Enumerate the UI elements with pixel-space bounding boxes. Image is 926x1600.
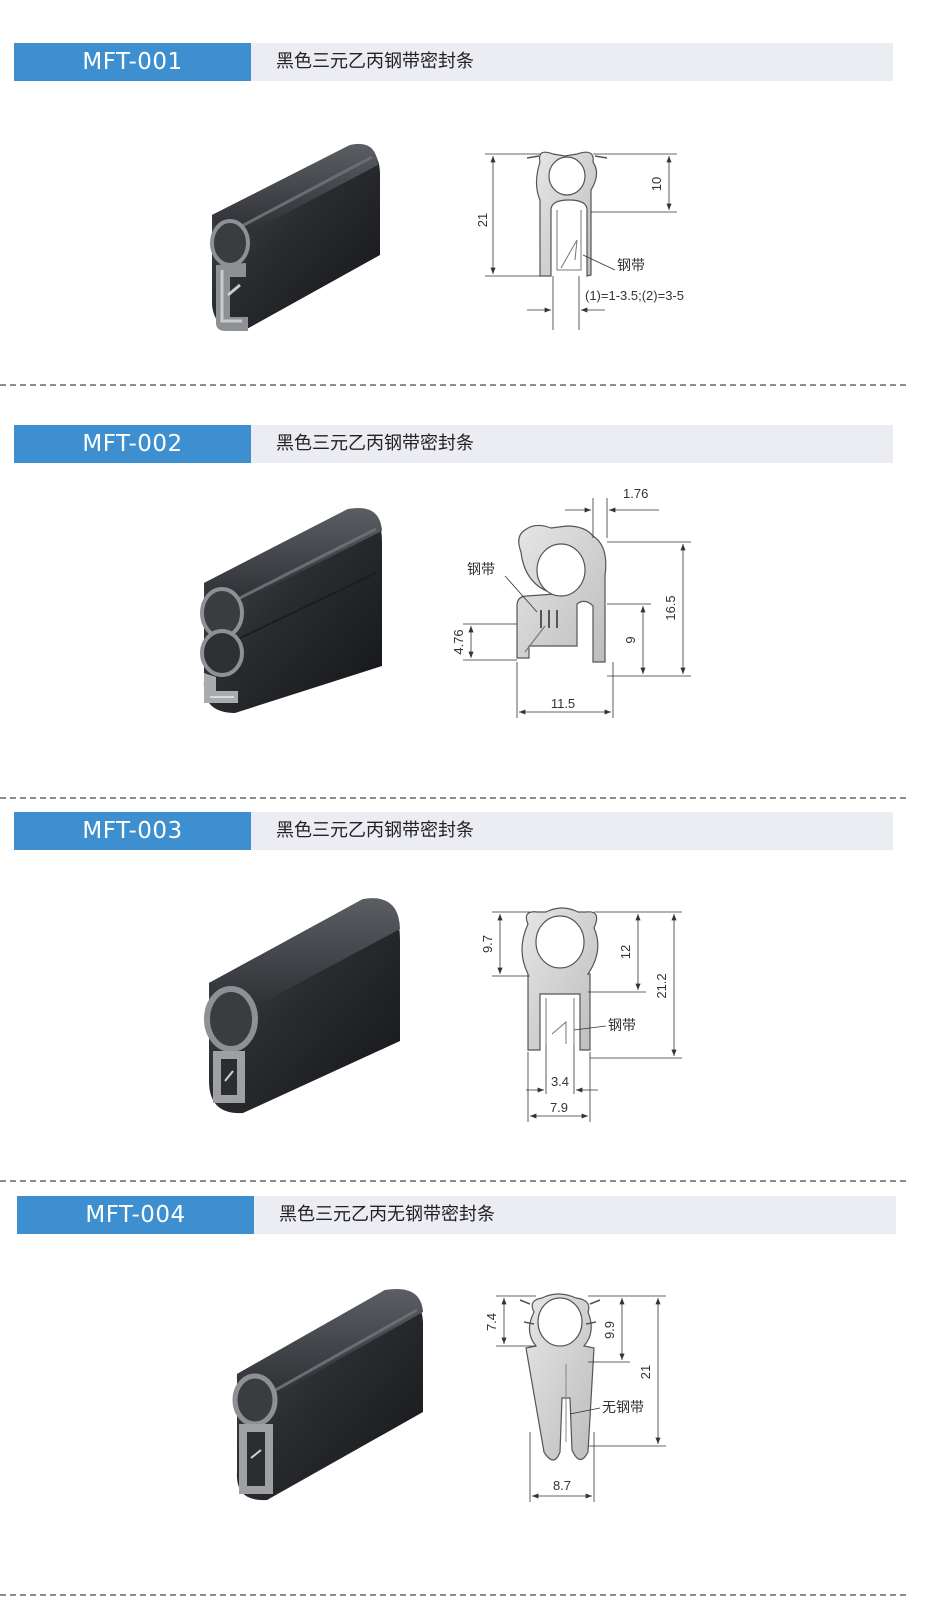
- steel-band-callout: 钢带: [608, 1017, 636, 1033]
- product-code: MFT-004: [17, 1196, 254, 1234]
- product-photo: [204, 898, 400, 1114]
- product-section-3: MFT-003 黑色三元乙丙钢带密封条 9.7 12 21.2: [0, 799, 926, 1181]
- product-description: 黑色三元乙丙钢带密封条: [276, 433, 474, 454]
- product-photo: [200, 507, 382, 713]
- steel-band-callout: 无钢带: [602, 1399, 644, 1415]
- product-header: MFT-003 黑色三元乙丙钢带密封条: [14, 812, 893, 850]
- dimension-label: 4.76: [451, 629, 466, 654]
- dimension-label: 12: [618, 945, 633, 959]
- steel-band-callout: 钢带: [467, 561, 495, 577]
- section-divider: [0, 384, 906, 386]
- steel-band-callout: 钢带: [617, 257, 645, 273]
- dimension-label: 11.5: [551, 696, 575, 711]
- section-divider: [0, 1594, 906, 1596]
- product-photo: [232, 1288, 423, 1501]
- dimension-label: 21: [638, 1365, 653, 1379]
- product-description: 黑色三元乙丙无钢带密封条: [279, 1204, 495, 1225]
- product-code: MFT-003: [14, 812, 251, 850]
- dimension-label: 21.2: [654, 973, 669, 998]
- product-section-4: MFT-004 黑色三元乙丙无钢带密封条 7.4 9.9 21: [0, 1182, 926, 1600]
- cross-section-diagram: 7.4 9.9 21 8.7 无钢带: [484, 1293, 666, 1502]
- dimension-label: 16.5: [663, 595, 678, 620]
- product-code: MFT-001: [14, 43, 251, 81]
- product-header: MFT-001 黑色三元乙丙钢带密封条: [14, 43, 893, 81]
- section-divider: [0, 1180, 906, 1182]
- product-header: MFT-002 黑色三元乙丙钢带密封条: [14, 425, 893, 463]
- product-photo: [210, 143, 380, 331]
- cross-section-diagram: 9.7 12 21.2 3.4 7.9 钢带: [480, 907, 682, 1122]
- dimension-label: 10: [649, 177, 664, 191]
- product-header: MFT-004 黑色三元乙丙无钢带密封条: [17, 1196, 896, 1234]
- dimension-label: 3.4: [551, 1074, 569, 1089]
- cross-section-diagram: 1.76 16.5 9 4.76 11.5 钢带: [451, 486, 691, 718]
- dimension-label: 21: [475, 213, 490, 227]
- product-section-1: MFT-001 黑色三元乙丙钢带密封条 21 10: [0, 0, 926, 386]
- dimension-label: 9: [623, 636, 638, 643]
- product-description: 黑色三元乙丙钢带密封条: [276, 51, 474, 72]
- cross-section-diagram: 21 10 (1)=1-3.5;(2)=3-5 钢带: [475, 151, 684, 330]
- product-code: MFT-002: [14, 425, 251, 463]
- dimension-label: 8.7: [553, 1478, 571, 1493]
- dimension-label: 7.9: [550, 1100, 568, 1115]
- dimension-label: 1.76: [623, 486, 648, 501]
- dimension-label: 7.4: [484, 1313, 499, 1331]
- dimension-label: (1)=1-3.5;(2)=3-5: [585, 288, 684, 303]
- dimension-label: 9.7: [480, 935, 495, 953]
- product-description: 黑色三元乙丙钢带密封条: [276, 820, 474, 841]
- product-section-2: MFT-002 黑色三元乙丙钢带密封条 1.76 16.5 9: [0, 386, 926, 798]
- dimension-label: 9.9: [602, 1321, 617, 1339]
- section-divider: [0, 797, 906, 799]
